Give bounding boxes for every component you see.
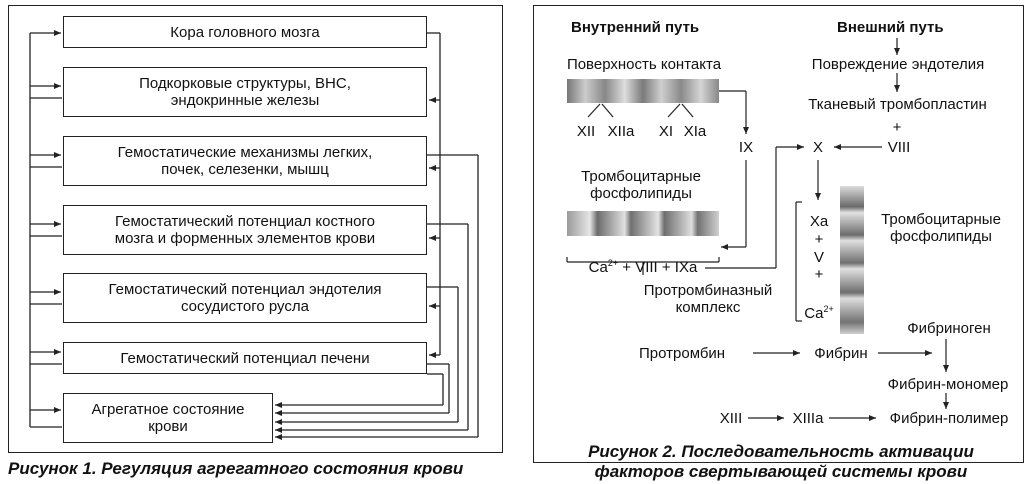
platelet-phospholipids-left: Тромбоцитарные фосфолипиды (581, 168, 701, 202)
box-organ-mechanisms: Гемостатические механизмы легких, почек,… (63, 136, 427, 186)
factor-xii: XII (576, 123, 596, 140)
box-subcortical: Подкорковые структуры, ВНС, эндокринные … (63, 67, 427, 117)
factor-xia: XIa (683, 123, 707, 140)
factor-xiia: XIIa (607, 123, 635, 140)
factor-xiii: XIII (719, 410, 743, 427)
fibrin: Фибрин (814, 345, 868, 362)
internal-path-title: Внутренний путь (571, 19, 700, 36)
platelet-phospholipids-right: Тромбоцитарные фосфолипиды (881, 211, 1001, 245)
ca-viii-ixa-complex: Ca2+ + VIII + IXa (567, 238, 719, 276)
tissue-thromboplastin: Тканевый тромбопластин (808, 96, 987, 113)
figure2-frame (533, 5, 1024, 463)
platelet-texture-left (567, 211, 719, 236)
ca-ion-superscript: 2+ (823, 304, 834, 314)
factor-xiiia: XIIIa (792, 410, 824, 427)
box-bone-marrow: Гемостатический потенциал костного мозга… (63, 205, 427, 255)
factor-xi: XI (658, 123, 674, 140)
figure1-frame (8, 5, 503, 453)
factor-ix: IX (738, 139, 754, 156)
ca-superscript: 2+ (607, 258, 619, 268)
factor-xa: Xa (809, 213, 829, 230)
fibrinogen: Фибриноген (907, 320, 991, 337)
figure1-caption: Рисунок 1. Регуляция агрегатного состоян… (8, 459, 464, 478)
external-path-title: Внешний путь (837, 19, 944, 36)
plus-2: + (814, 231, 824, 248)
factor-v: V (813, 249, 824, 266)
platelet-texture-right (840, 186, 864, 334)
endothelium-damage: Повреждение эндотелия (811, 56, 985, 73)
factor-viii: VIII (887, 139, 911, 156)
ca-label: Ca (588, 259, 608, 276)
plus-1: + (892, 119, 902, 136)
viii-ixa-label: + VIII + IXa (618, 259, 698, 276)
prothrombin: Протромбин (639, 345, 726, 362)
box-endothelium: Гемостатический потенциал эндотелия сосу… (63, 273, 427, 323)
fibrin-polymer: Фибрин-полимер (889, 410, 1009, 427)
ca-ion-label: Ca (804, 305, 824, 322)
prothrombinase-label: Протромбиназный комплекс (643, 282, 773, 316)
box-cortex: Кора головного мозга (63, 16, 427, 48)
figure2-caption: Рисунок 2. Последовательность активации … (588, 442, 974, 481)
plus-3: + (814, 266, 824, 283)
fibrin-monomer: Фибрин-мономер (887, 376, 1009, 393)
ca-ion: Ca2+ (799, 284, 839, 322)
box-aggregate-state: Агрегатное состояние крови (63, 393, 273, 443)
box-liver: Гемостатический потенциал печени (63, 342, 427, 374)
contact-surface-texture (567, 79, 719, 103)
contact-surface-label: Поверхность контакта (566, 56, 722, 73)
factor-x: X (812, 139, 823, 156)
